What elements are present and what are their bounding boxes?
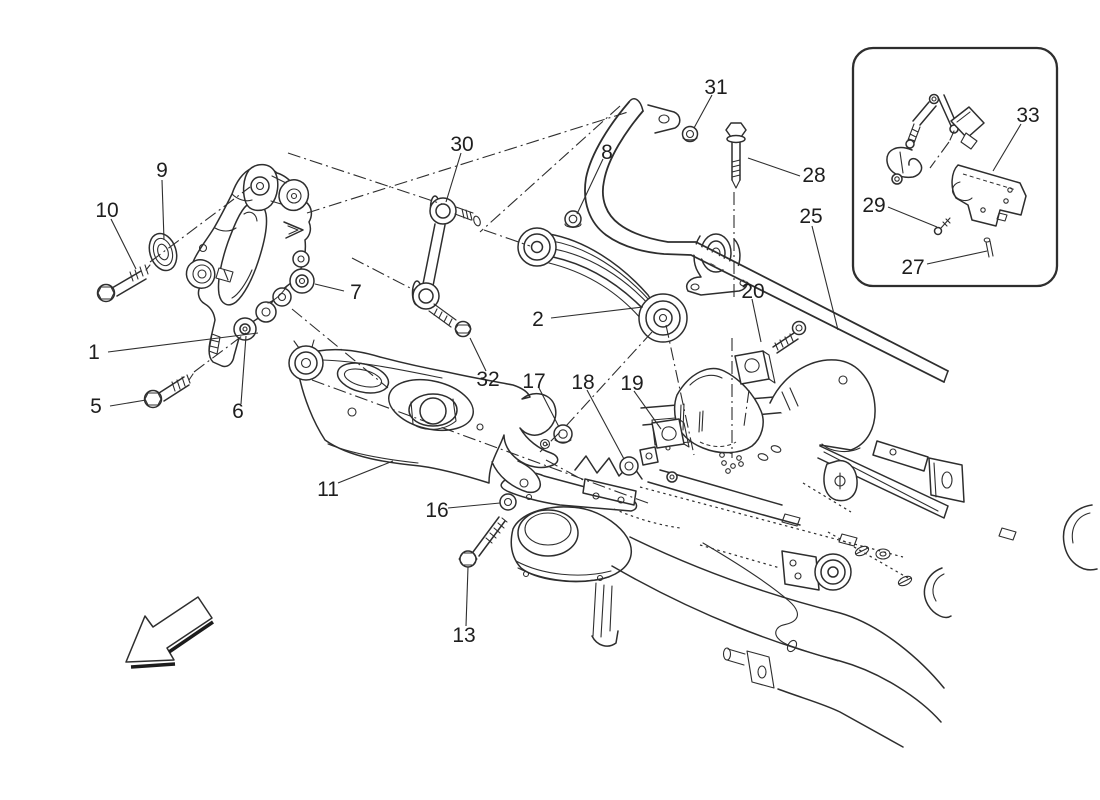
callout-7: 7 (350, 281, 362, 304)
callout-32: 32 (476, 368, 499, 391)
callout-8: 8 (601, 141, 613, 164)
callout-25: 25 (799, 205, 822, 228)
arrow-shadow (130, 662, 176, 669)
callout-20: 20 (741, 280, 764, 303)
callout-27: 27 (901, 256, 924, 279)
subframe (500, 359, 1098, 748)
callout-6: 6 (232, 400, 244, 423)
washer-9 (148, 232, 178, 272)
bolt-5 (143, 373, 194, 409)
callout-leaders (107, 94, 1022, 627)
callout-28: 28 (802, 164, 825, 187)
callout-18: 18 (571, 371, 594, 394)
callout-5: 5 (90, 395, 102, 418)
callout-10: 10 (95, 199, 118, 222)
callout-13: 13 (452, 624, 475, 647)
bolt-13 (458, 516, 508, 568)
washer-18 (619, 456, 639, 476)
callout-33: 33 (1016, 104, 1039, 127)
callout-numbers: 1 2 5 6 7 8 9 10 11 13 16 17 18 19 20 25… (88, 76, 1040, 647)
callout-19: 19 (620, 372, 643, 395)
callout-16: 16 (425, 499, 448, 522)
callout-1: 1 (88, 341, 100, 364)
callout-30: 30 (450, 133, 473, 156)
callout-9: 9 (156, 159, 168, 182)
plate-20-and-bolt (734, 320, 807, 385)
height-sensor-inset (851, 46, 1059, 288)
axis-lines (149, 105, 750, 504)
callout-2: 2 (532, 308, 544, 331)
bolt-28 (725, 122, 747, 189)
nut-17 (553, 424, 573, 444)
callout-29: 29 (862, 194, 885, 217)
direction-arrow (125, 596, 214, 669)
callout-31: 31 (704, 76, 727, 99)
callout-11: 11 (317, 478, 339, 501)
anti-roll-bar (584, 98, 949, 383)
callout-17: 17 (522, 370, 545, 393)
upper-control-arm (517, 210, 688, 343)
lower-control-arm (288, 339, 559, 494)
washer-16 (499, 493, 517, 511)
bolt-10 (96, 264, 151, 303)
plate-19 (639, 418, 690, 483)
wheel-knuckle (185, 163, 315, 368)
drop-link (411, 195, 481, 338)
